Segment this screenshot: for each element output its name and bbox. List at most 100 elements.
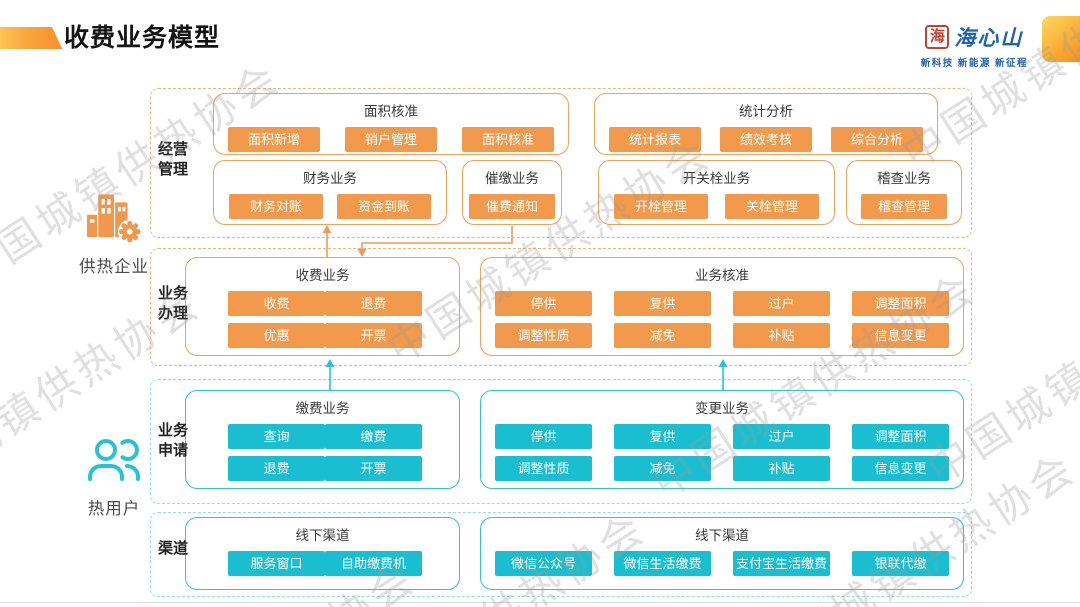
node-button: 停供 [495,424,592,449]
box-title-finance: 财务业务 [303,171,357,186]
node-button: 复供 [614,424,711,449]
node-button: 开票 [325,456,422,481]
node-button: 优惠 [228,323,325,348]
brand-logo: 海 海心山 新科技 新能源 新征程 [921,22,1028,69]
button-row: 统计报表 绩效考核 综合分析 [595,127,937,152]
button-row: 服务窗口 自助缴费机 [186,551,459,576]
box-dunning: 催缴业务 催费通知 [462,160,562,225]
button-row: 微信公众号 微信生活缴费 支付宝生活缴费 银联代缴 [481,551,963,576]
actor-label-enterprise: 供热企业 [79,258,149,276]
node-button: 查询 [228,424,325,449]
box-area-check: 面积核准 面积新增 销户管理 面积核准 [213,93,569,155]
node-button: 退费 [228,456,325,481]
node-button: 收费 [228,291,325,316]
lane-handling-group [150,248,972,366]
lane-application-group [150,379,972,504]
node-button: 微信生活缴费 [614,551,711,576]
lane-management-group [150,88,972,238]
box-title-dunning: 催缴业务 [485,171,539,186]
node-button: 微信公众号 [495,551,592,576]
box-charging: 收费业务 收费 退费 优惠 开票 [185,257,460,356]
box-approval: 业务核准 停供 复供 过户 调整面积 调整性质 减免 补贴 信息变更 [480,257,964,356]
node-button: 信息变更 [852,456,949,481]
actor-heat-user: 热用户 [62,436,166,519]
node-button: 开票 [325,323,422,348]
node-button: 调整面积 [852,291,949,316]
box-title-inspection: 稽查业务 [877,171,931,186]
button-grid: 查询 缴费 退费 开票 [186,424,459,481]
box-title-payment: 缴费业务 [295,401,350,416]
box-valve: 开关栓业务 开栓管理 关栓管理 [598,160,835,225]
box-title-approval: 业务核准 [695,268,749,283]
node-button: 调整面积 [852,424,949,449]
box-title-offline: 线下渠道 [295,528,350,543]
box-offline-channel: 线下渠道 服务窗口 自助缴费机 [185,517,460,590]
node-button: 稽查管理 [861,194,947,219]
node-button: 服务窗口 [228,551,325,576]
logo-row: 海 海心山 [921,22,1028,52]
box-online-channel: 线下渠道 微信公众号 微信生活缴费 支付宝生活缴费 银联代缴 [480,517,964,590]
box-stats: 统计分析 统计报表 绩效考核 综合分析 [594,93,938,155]
logo-seal-icon: 海 [925,25,950,49]
corner-accent-shape [1042,16,1080,62]
node-button: 停供 [495,291,592,316]
node-button: 综合分析 [831,127,923,152]
box-title-valve: 开关栓业务 [682,171,751,186]
lane-channel-group [150,512,972,597]
lane-label-channel: 渠道 [158,540,189,557]
logo-tagline: 新科技 新能源 新征程 [920,58,1028,69]
node-button: 补贴 [733,323,830,348]
lane-label-application: 业务申请 [158,422,189,460]
actor-label-user: 热用户 [87,500,141,518]
box-title-stats: 统计分析 [739,104,793,119]
users-icon [88,439,140,481]
page-title: 收费业务模型 [64,24,221,52]
lane-label-management: 经营管理 [158,141,189,179]
box-title-charging: 收费业务 [295,268,350,283]
node-button: 减免 [614,456,711,481]
node-button: 面积核准 [462,127,554,152]
node-button: 银联代缴 [852,551,949,576]
box-title-online: 线下渠道 [695,528,749,543]
node-button: 过户 [733,291,830,316]
button-row: 催费通知 [463,194,561,219]
box-finance: 财务业务 财务对账 资金到账 [213,160,447,225]
node-button: 关栓管理 [725,194,819,219]
node-button: 财务对账 [229,194,323,219]
node-button: 资金到账 [337,194,431,219]
node-button: 绩效考核 [720,127,812,152]
node-button: 复供 [614,291,711,316]
slide-bottom-rule [0,602,1080,603]
button-grid: 停供 复供 过户 调整面积 调整性质 减免 补贴 信息变更 [481,424,963,481]
button-grid: 收费 退费 优惠 开票 [186,291,459,348]
node-button: 销户管理 [345,127,437,152]
node-button: 缴费 [325,424,422,449]
button-grid: 停供 复供 过户 调整面积 调整性质 减免 补贴 信息变更 [481,291,963,348]
button-row: 稽查管理 [847,194,961,219]
node-button: 调整性质 [495,456,592,481]
node-button: 支付宝生活缴费 [733,551,830,576]
actor-heating-enterprise: 供热企业 [62,190,166,277]
button-row: 开栓管理 关栓管理 [599,194,834,219]
button-row: 面积新增 销户管理 面积核准 [214,127,568,152]
box-payment: 缴费业务 查询 缴费 退费 开票 [185,390,460,489]
logo-brand-name: 海心山 [954,25,1024,50]
title-accent-flag [0,27,63,49]
node-button: 统计报表 [609,127,701,152]
node-button: 过户 [733,424,830,449]
node-button: 退费 [325,291,422,316]
box-title-area-check: 面积核准 [364,104,418,119]
button-row: 财务对账 资金到账 [214,194,446,219]
node-button: 催费通知 [469,194,555,219]
node-button: 自助缴费机 [325,551,422,576]
node-button: 补贴 [733,456,830,481]
node-button: 开栓管理 [614,194,708,219]
node-button: 信息变更 [852,323,949,348]
box-inspection: 稽查业务 稽查管理 [846,160,962,225]
node-button: 面积新增 [228,127,320,152]
lane-label-handling: 业务办理 [158,285,189,323]
box-change: 变更业务 停供 复供 过户 调整面积 调整性质 减免 补贴 信息变更 [480,390,964,489]
node-button: 减免 [614,323,711,348]
box-title-change: 变更业务 [695,401,749,416]
